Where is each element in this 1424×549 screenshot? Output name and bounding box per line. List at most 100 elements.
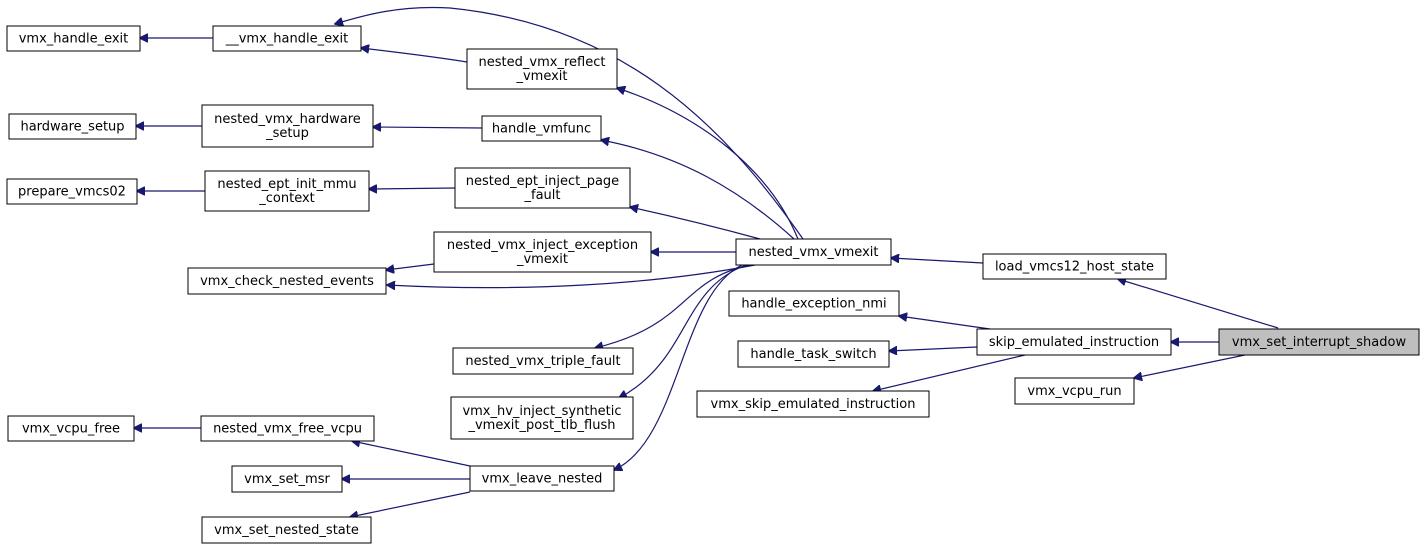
node-label: vmx_leave_nested xyxy=(482,472,603,487)
node-nested-vmx-free-vcpu[interactable]: nested_vmx_free_vcpu xyxy=(200,415,375,442)
edge-nested_vmx_vmexit-to-vmx_leave_nested xyxy=(614,264,743,470)
edge-vmx_leave_nested-to-vmx_set_nested_state xyxy=(350,491,471,517)
node-box xyxy=(187,267,387,295)
node-vmx-vcpu-run[interactable]: vmx_vcpu_run xyxy=(1014,377,1135,405)
node-box xyxy=(8,113,137,140)
node-hardware-setup[interactable]: hardware_setup xyxy=(8,113,137,140)
node-label: _vmexit_post_tlb_flush xyxy=(467,418,615,433)
edge-nested_vmx_vmexit-to-nested_vmx_reflect_vmexit xyxy=(617,88,799,240)
node-label: nested_ept_inject_page xyxy=(466,174,619,189)
node-handle-task-switch[interactable]: handle_task_switch xyxy=(737,340,890,368)
node-box xyxy=(735,238,892,266)
node-label: handle_task_switch xyxy=(750,347,876,362)
node-skip-emulated-instruction[interactable]: skip_emulated_instruction xyxy=(976,328,1172,356)
node-nested-vmx-reflect-vmexit[interactable]: nested_vmx_reflect_vmexit xyxy=(466,48,618,90)
node-label: vmx_check_nested_events xyxy=(200,274,374,289)
node-box xyxy=(454,167,631,209)
node-label: vmx_set_nested_state xyxy=(214,523,359,538)
edge-nested_vmx_reflect_vmexit-to-__vmx_handle_exit xyxy=(361,48,468,63)
edge-nested_vmx_vmexit-to-handle_vmfunc xyxy=(601,140,795,240)
node-vmx-set-interrupt-shadow[interactable]: vmx_set_interrupt_shadow xyxy=(1218,328,1420,356)
node-box xyxy=(231,465,343,493)
nodes-layer: vmx_handle_exit __vmx_handle_exit nested_v… xyxy=(6,25,1420,544)
node-nested-vmx-vmexit[interactable]: nested_vmx_vmexit xyxy=(735,238,892,266)
node-label: nested_vmx_vmexit xyxy=(749,245,879,260)
node-handle-vmfunc[interactable]: handle_vmfunc xyxy=(481,115,602,142)
node-box xyxy=(481,115,602,142)
edge-nested_vmx_vmexit-to-vmx_hv_inject_synthetic_vmexit_post_tlb_flush xyxy=(619,264,747,398)
node-nested-vmx-inject-exception-vmexit[interactable]: nested_vmx_inject_exception_vmexit xyxy=(433,231,652,273)
node-label: vmx_set_msr xyxy=(244,472,330,487)
node-vmx-set-msr[interactable]: vmx_set_msr xyxy=(231,465,343,493)
node-label: handle_vmfunc xyxy=(492,122,591,137)
edge-skip_emulated_instruction-to-vmx_skip_emulated_instruction xyxy=(873,354,1026,391)
node-vmx-hv-inject-synthetic-vmexit-post-tlb-flush[interactable]: vmx_hv_inject_synthetic_vmexit_post_tlb_… xyxy=(450,396,634,440)
node-label: _vmexit xyxy=(516,252,568,267)
node-handle-exception-nmi[interactable]: handle_exception_nmi xyxy=(728,290,900,317)
edge-nested_vmx_vmexit-to-__vmx_handle_exit xyxy=(335,6,804,240)
node-vmx-skip-emulated-instruction[interactable]: vmx_skip_emulated_instruction xyxy=(696,390,930,418)
node-label: hardware_setup xyxy=(20,120,124,135)
node-vmx-set-nested-state[interactable]: vmx_set_nested_state xyxy=(201,516,372,544)
node-label: _fault xyxy=(524,188,561,203)
node-label: nested_vmx_inject_exception xyxy=(447,238,638,253)
node-box xyxy=(452,347,634,375)
node-vmx-check-nested-events[interactable]: vmx_check_nested_events xyxy=(187,267,387,295)
node-label: nested_ept_init_mmu xyxy=(217,177,356,192)
node-label: vmx_vcpu_free xyxy=(22,422,120,437)
edge-load_vmcs12_host_state-to-nested_vmx_vmexit xyxy=(891,258,984,264)
edges-layer xyxy=(134,6,1279,517)
node-label: load_vmcs12_host_state xyxy=(995,260,1154,275)
node-vmx-vcpu-free[interactable]: vmx_vcpu_free xyxy=(7,415,135,442)
node-label: vmx_set_interrupt_shadow xyxy=(1232,335,1407,350)
node-label: handle_exception_nmi xyxy=(741,297,886,312)
node-nested-ept-init-mmu-context[interactable]: nested_ept_init_mmu_context xyxy=(204,170,370,212)
node-box xyxy=(212,25,362,52)
node-vmx-handle-exit[interactable]: vmx_handle_exit xyxy=(6,25,141,52)
edge-vmx_set_interrupt_shadow-to-vmx_vcpu_run xyxy=(1134,354,1246,378)
node-box xyxy=(469,465,615,492)
node-label: nested_vmx_reflect xyxy=(479,55,606,70)
node-label: prepare_vmcs02 xyxy=(18,185,126,200)
node-nested-vmx-hardware-setup[interactable]: nested_vmx_hardware_setup xyxy=(201,104,374,148)
node-box xyxy=(7,415,135,442)
edge-skip_emulated_instruction-to-handle_exception_nmi xyxy=(899,316,991,330)
edge-nested_vmx_inject_exception_vmexit-to-vmx_check_nested_events xyxy=(386,263,435,270)
node-label: vmx_skip_emulated_instruction xyxy=(711,397,916,412)
node-label: _context xyxy=(258,191,315,206)
node-label: vmx_handle_exit xyxy=(19,32,129,47)
node-label: __vmx_handle_exit xyxy=(225,32,349,47)
node-box xyxy=(728,290,900,317)
node-label: skip_emulated_instruction xyxy=(989,335,1159,350)
node-box xyxy=(982,253,1167,280)
node-load-vmcs12-host-state[interactable]: load_vmcs12_host_state xyxy=(982,253,1167,280)
edge-nested_ept_inject_page_fault-to-nested_ept_init_mmu_context xyxy=(369,188,456,189)
edge-handle_vmfunc-to-nested_vmx_hardware_setup xyxy=(373,127,483,128)
edge-vmx_leave_nested-to-nested_vmx_free_vcpu xyxy=(352,441,471,467)
node-vmx-leave-nested[interactable]: vmx_leave_nested xyxy=(469,465,615,492)
node-nested-vmx-triple-fault[interactable]: nested_vmx_triple_fault xyxy=(452,347,634,375)
edge-nested_vmx_vmexit-to-vmx_check_nested_events xyxy=(387,264,756,288)
node-label: _vmexit xyxy=(515,69,567,84)
node-label: nested_vmx_free_vcpu xyxy=(213,422,362,437)
node-box xyxy=(976,328,1172,356)
edge-vmx_set_interrupt_shadow-to-load_vmcs12_host_state xyxy=(1118,279,1279,329)
node-label: _setup xyxy=(265,126,309,141)
node-box xyxy=(204,170,370,212)
edge-nested_vmx_vmexit-to-nested_ept_inject_page_fault xyxy=(630,207,761,240)
node-label: vmx_hv_inject_synthetic xyxy=(462,404,621,419)
edge-skip_emulated_instruction-to-handle_task_switch xyxy=(889,347,978,351)
node-label: vmx_vcpu_run xyxy=(1027,384,1121,399)
node-box xyxy=(201,104,374,148)
node---vmx-handle-exit[interactable]: __vmx_handle_exit xyxy=(212,25,362,52)
node-box xyxy=(6,25,141,52)
node-box xyxy=(737,340,890,368)
node-nested-ept-inject-page-fault[interactable]: nested_ept_inject_page_fault xyxy=(454,167,631,209)
edge-nested_vmx_vmexit-to-nested_vmx_triple_fault xyxy=(595,264,751,348)
node-box xyxy=(450,396,634,440)
node-box xyxy=(466,48,618,90)
node-box xyxy=(1014,377,1135,405)
node-box xyxy=(200,415,375,442)
node-prepare-vmcs02[interactable]: prepare_vmcs02 xyxy=(6,178,138,205)
